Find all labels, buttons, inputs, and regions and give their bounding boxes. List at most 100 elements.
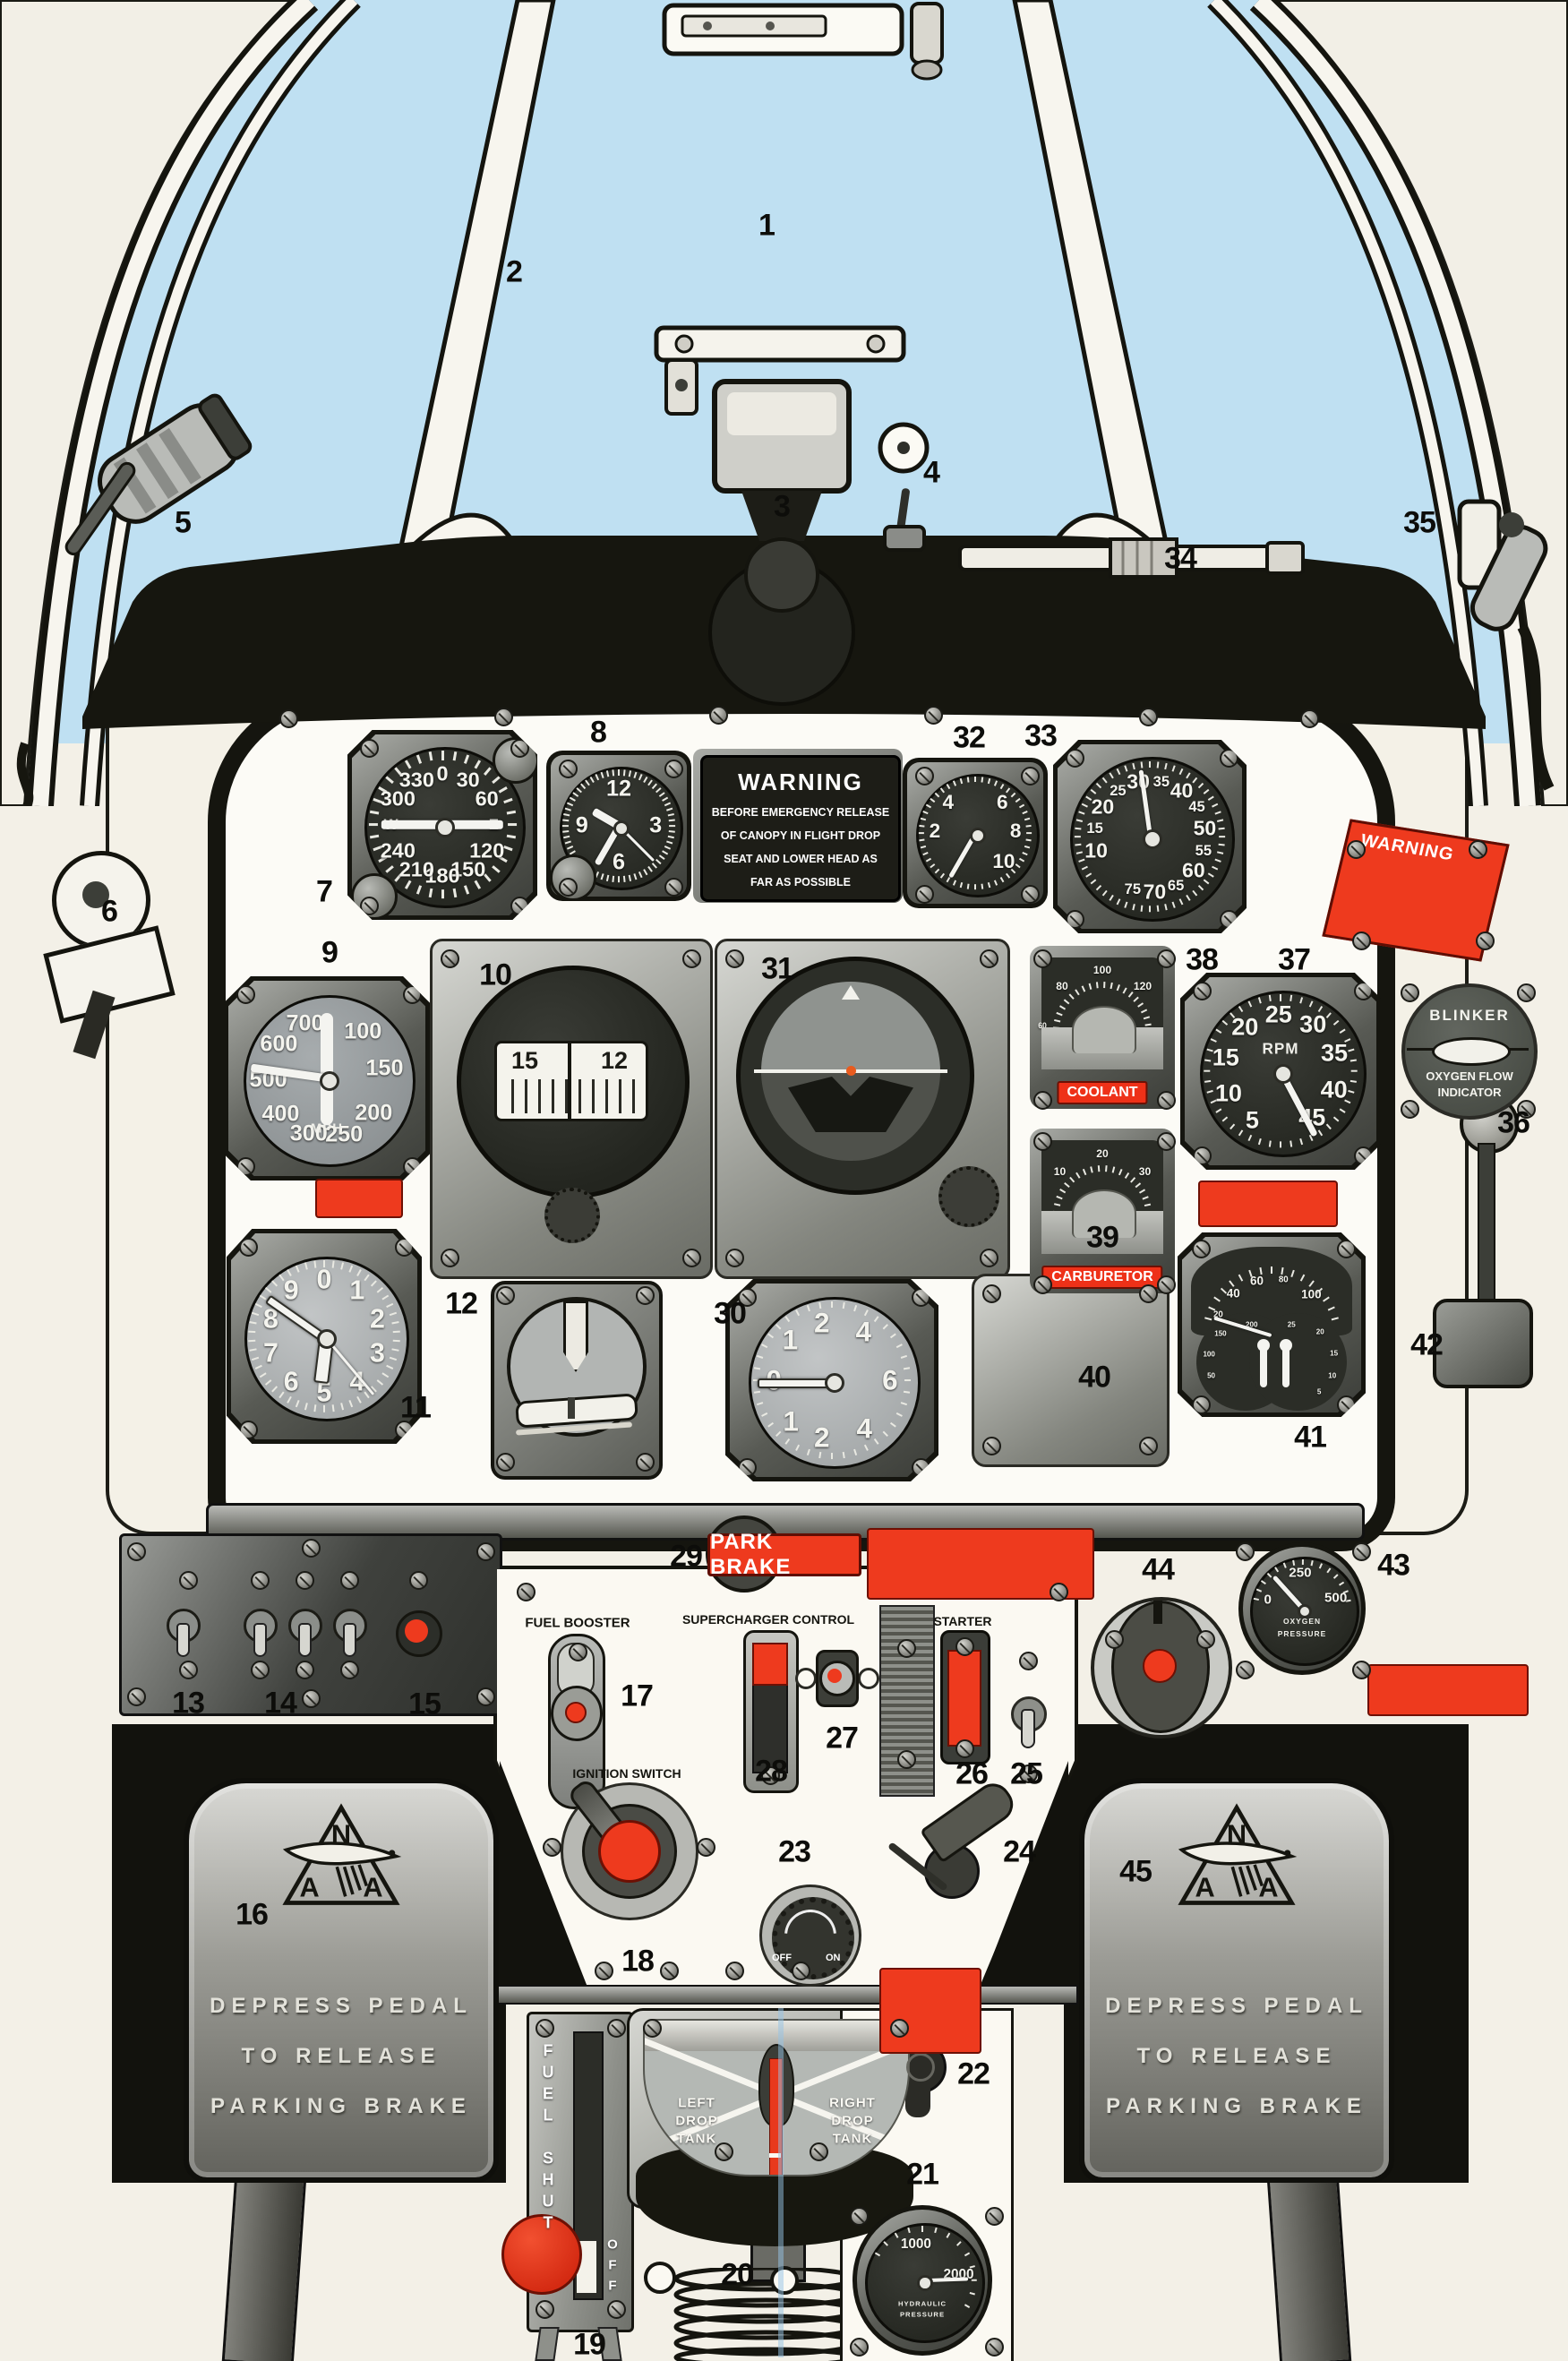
screw-icon [980,1249,998,1267]
starter-slot[interactable] [947,1650,981,1747]
gauge-number: 60 [475,786,499,811]
screw-icon [636,1286,655,1305]
gauge-number: 50 [1193,816,1217,840]
screw-icon [279,709,298,728]
tick-mark [618,768,620,776]
gauge-number: 35 [1321,1039,1349,1067]
warning-line: FAR AS POSSIBLE [750,876,852,889]
warning-line: SEAT AND LOWER HEAD AS [724,853,878,865]
gauge-number: 9 [283,1275,299,1306]
screw-icon [340,1571,359,1590]
gyro-heading-left: 15 [511,1047,539,1074]
gauge-number: 20 [1096,1147,1109,1161]
screw-icon [496,1453,515,1472]
gauge-number: 3 [370,1337,385,1369]
naa-logo: N A A [1178,1803,1298,1905]
tick-mark [918,831,924,834]
gauge-number: 100 [1203,1350,1215,1359]
naa-letter: N [1227,1818,1247,1850]
red-placard-console [879,1968,981,2054]
gauge-label: OXYGEN [1282,1616,1322,1626]
tick-mark [904,1378,912,1381]
callout-19: 19 [573,2327,606,2361]
gauge-number: 25 [1287,1320,1296,1329]
callout-26: 26 [955,1756,989,1791]
screw-icon [725,1962,744,1980]
screw-icon [1476,932,1495,950]
horizon-center-dot [846,1066,856,1076]
right-brake-pedal[interactable]: N A A DEPRESS PEDAL TO RELEASE PARKING B… [1079,1778,1394,2183]
toggle-switch-lever[interactable] [176,1623,190,1657]
gauge-number: 200 [1246,1320,1258,1329]
left-fitting-knob[interactable] [82,881,109,908]
console-bottom-rail [497,1985,1078,2005]
blinker-eye [1432,1037,1511,1066]
screw-icon [360,897,379,915]
callout-42: 42 [1410,1327,1444,1362]
tick-mark [1280,994,1281,1001]
gauge-number: 240 [380,838,416,863]
toggle-switch-lever[interactable] [298,1623,312,1657]
screw-icon [1033,1275,1052,1294]
tick-mark [561,824,569,827]
tick-mark [1149,760,1151,768]
gauge-number: 500 [1324,1590,1348,1606]
gauge-number: 250 [325,1121,364,1147]
gauge-number: 10 [1053,1165,1067,1179]
fuel-shutoff-letter: E [542,2084,554,2103]
knob23[interactable] [772,1897,854,1979]
screw-icon [660,1962,679,1980]
callout-5: 5 [175,505,192,540]
screw-icon [179,1661,198,1679]
toggle-switch-lever[interactable] [253,1623,267,1657]
indicator-light [405,1619,428,1643]
gauge-number: 300 [289,1120,328,1146]
callout-9: 9 [321,935,338,970]
screw-icon [296,1571,314,1590]
tick-mark [507,823,517,827]
gauge-number: 40 [1320,1076,1348,1103]
attitude-caging-knob[interactable] [938,1166,999,1227]
screw-icon [1139,1437,1158,1455]
gauge-number: 5 [1316,1387,1322,1396]
left-drop-tank-label: DROP [675,2113,718,2129]
screw-icon [1019,1652,1038,1670]
callout-3: 3 [774,489,791,524]
screw-icon [725,949,744,968]
callout-36: 36 [1497,1105,1530,1140]
park-brake-text: PARK BRAKE [710,1530,792,1579]
sub-needle [1281,1343,1290,1388]
callout-1: 1 [758,208,775,243]
fuel-shutoff-lever[interactable] [501,2214,582,2295]
callout-11: 11 [400,1390,432,1425]
screw-icon [1021,767,1040,786]
screw-icon [1354,982,1373,1000]
screw-icon [296,1661,314,1679]
gyro-caging-knob[interactable] [544,1188,600,1243]
ignition-label: IGNITION SWITCH [572,1766,681,1781]
callout-25: 25 [1010,1756,1043,1791]
callout-12: 12 [445,1286,478,1321]
screw-icon [1300,709,1319,728]
gauge-number: 70 [1143,880,1167,904]
drop-tank-face: LEFT DROP TANK RIGHT DROP TANK [643,2019,910,2176]
ignition-switch[interactable] [598,1820,661,1883]
screw-icon [1352,932,1371,950]
screw-icon [1139,1284,1158,1303]
toggle25-lever[interactable] [1021,1709,1035,1748]
fuel-shutoff-letter: U [542,2192,554,2211]
naa-logo: N A A [282,1803,402,1905]
gauge-number: 20 [1315,1327,1324,1336]
screw-icon [1157,1132,1176,1151]
supercharger-knob[interactable] [752,1643,788,1686]
gauge-number: 150 [450,857,486,881]
toggle-switch-lever[interactable] [343,1623,356,1657]
screw-icon [682,949,701,968]
gauge-number: 1 [349,1275,365,1306]
red-placard-right [1367,1664,1529,1716]
left-brake-pedal[interactable]: N A A DEPRESS PEDAL TO RELEASE PARKING B… [184,1778,499,2183]
screw-icon [985,2207,1004,2226]
